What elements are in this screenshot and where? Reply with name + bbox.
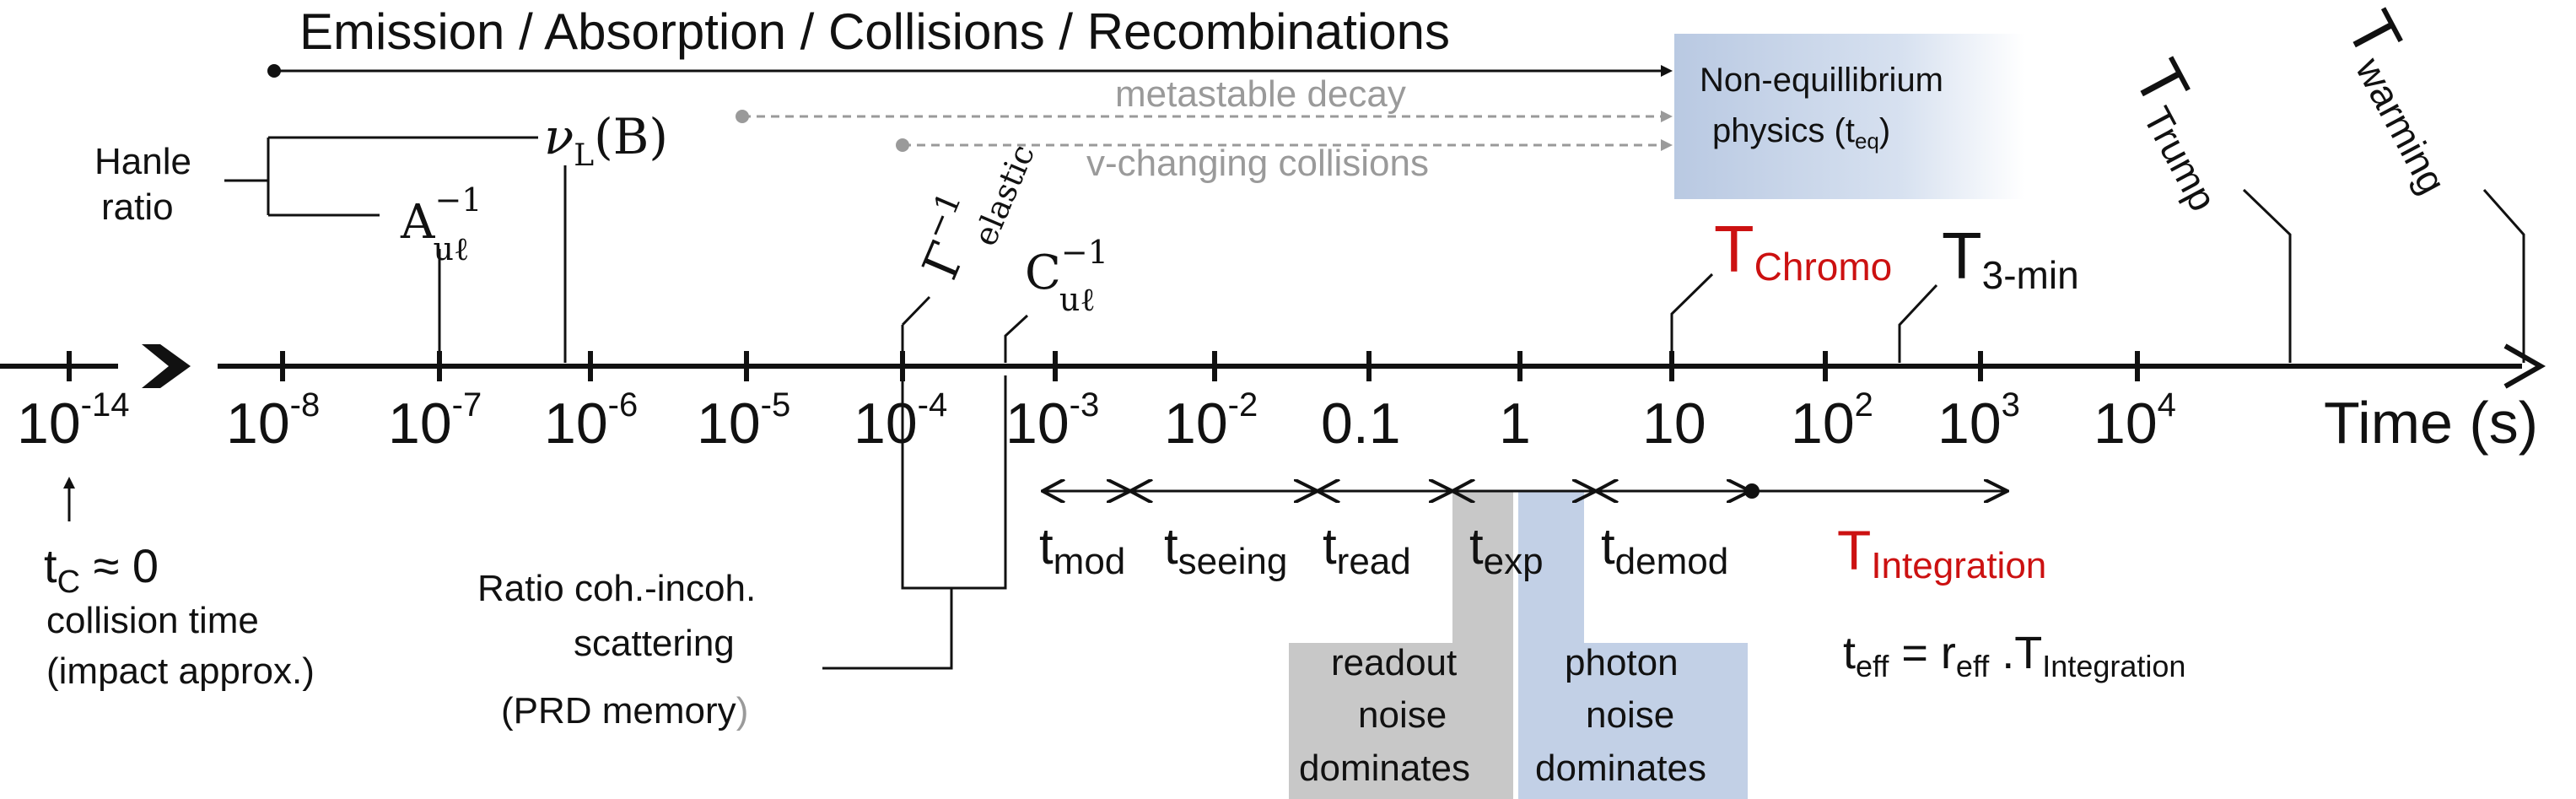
axis-tick-labels: 10-14 10-8 10-7 10-6 10-5 10-4 10-3 10-2…	[17, 386, 2176, 456]
tick-label: 10-6	[544, 386, 638, 456]
metastable-label: metastable decay	[1115, 73, 1406, 115]
t-3min-label: T3-min	[1942, 219, 2079, 297]
axis-title: Time (s)	[2324, 390, 2538, 456]
tick-label: 10	[1642, 391, 1706, 456]
vchanging-label: v-changing collisions	[1086, 143, 1429, 184]
tick-label: 10-2	[1164, 386, 1258, 456]
photon-noise-line1: photon	[1565, 642, 1679, 683]
hanle-label-line1: Hanle	[94, 141, 191, 182]
ratio-line2: scattering	[574, 623, 735, 664]
integration-label: TIntegration	[1837, 519, 2046, 586]
t-chromo-leader	[1670, 273, 1714, 363]
readout-noise-box-top	[1452, 491, 1513, 643]
photon-noise-line2: noise	[1586, 694, 1674, 736]
time-axis-arrowhead	[2503, 343, 2546, 389]
t-trump-label: TTrump	[2116, 48, 2256, 219]
tick-label: 10-4	[854, 386, 947, 456]
axis-tick-marks	[67, 351, 2140, 381]
tick-label: 10-5	[697, 386, 790, 456]
tick-label: 102	[1791, 386, 1873, 456]
tick-label: 104	[2094, 386, 2176, 456]
collision-line2: collision time	[46, 600, 259, 641]
t-warming-leader	[2482, 189, 2525, 363]
collision-tc: tC ≈ 0	[44, 539, 159, 600]
t-3min-leader	[1898, 283, 1938, 363]
photon-noise-box-top	[1518, 491, 1584, 643]
tick-label: 1	[1499, 391, 1531, 456]
ratio-line3: (PRD memory)	[501, 690, 748, 732]
readout-noise-line3: dominates	[1299, 748, 1470, 789]
interval-label-seeing: tseeing	[1164, 518, 1287, 582]
interval-label-demod: tdemod	[1601, 518, 1728, 582]
axis-break-chevron	[142, 344, 191, 388]
hanle-label-line2: ratio	[101, 186, 174, 228]
interval-label-exp: texp	[1469, 518, 1544, 582]
photon-noise-box	[1518, 643, 1748, 799]
readout-noise-box	[1289, 643, 1513, 799]
hanle-bracket	[224, 136, 538, 217]
t-chromo-label: TChromo	[1714, 212, 1892, 289]
larmor-label: νL(B)	[544, 108, 668, 173]
ratio-line1: Ratio coh.-incoh.	[477, 568, 756, 609]
t-trump-leader	[2242, 188, 2292, 363]
readout-noise-line2: noise	[1358, 694, 1447, 736]
tick-label: 0.1	[1321, 391, 1401, 456]
teff-equation: teff = reff .TIntegration	[1843, 628, 2185, 683]
t-warming-label: Twarming	[2329, 0, 2486, 201]
tick-label: 10-8	[226, 386, 320, 456]
readout-noise-line1: readout	[1331, 642, 1457, 683]
noneq-box	[1674, 34, 2024, 199]
tick-label: 10-7	[388, 386, 482, 456]
photon-noise-line3: dominates	[1535, 748, 1706, 789]
tick-label: 10-3	[1005, 386, 1099, 456]
noneq-line1: Non-equillibrium	[1700, 62, 1943, 99]
tick-label: 103	[1937, 386, 2020, 456]
processes-title: Emission / Absorption / Collisions / Rec…	[299, 3, 1450, 60]
ratio-bracket	[822, 375, 1007, 670]
interval-label-read: tread	[1323, 518, 1411, 582]
noneq-line2: physics (teq)	[1712, 112, 1890, 154]
tick-label: 10-14	[17, 386, 129, 456]
collision-rate-leader	[1004, 314, 1029, 363]
interval-label-mod: tmod	[1039, 518, 1125, 582]
collision-line3: (impact approx.)	[46, 651, 315, 692]
gamma-elastic-leader	[901, 295, 931, 363]
